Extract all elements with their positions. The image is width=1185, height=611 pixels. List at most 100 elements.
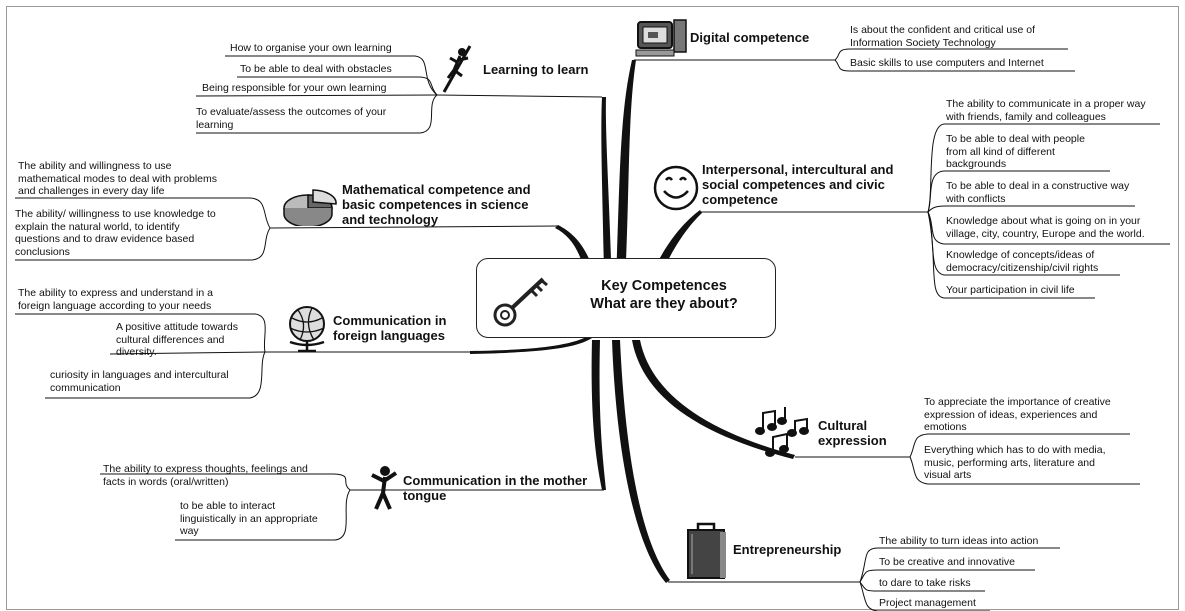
branch-title-cultural: Cultural expression [818,418,887,448]
math-title-line3: and technology [342,212,439,227]
leaf-social-6: Your participation in civil life [946,284,1075,296]
music-notes-icon [755,407,809,457]
leaf-foreign-2-line3: diversity. [116,346,157,358]
leaf-social-2-line1: To be able to deal with people [946,133,1085,145]
branch-title-learning: Learning to learn [483,62,589,77]
leaf-cultural-1-line1: To appreciate the importance of creative [924,396,1111,408]
leaf-mother-2-line1: to be able to interact [180,500,276,512]
leaf-cultural-2-line3: visual arts [924,469,972,481]
leaf-cultural-2-line1: Everything which has to do with media, [924,444,1106,456]
central-topic: Key Competences What are they about? [476,258,776,338]
foreign-title-line2: foreign languages [333,328,445,343]
leaf-math-2-line4: conclusions [15,245,70,258]
branch-entre-main [612,340,670,583]
key-icon [493,277,548,327]
branch-title-entrepreneurship: Entrepreneurship [733,542,842,557]
leaf-social-1-line2: with friends, family and colleagues [946,110,1106,123]
leaf-mother-1-line2: facts in words (oral/written) [103,475,229,488]
smiley-icon [653,165,699,211]
leaf-social-1-line1: The ability to communicate in a proper w… [946,98,1146,110]
leaf-learning-5: learning [196,119,234,131]
leaf-learning-3: Being responsible for your own learning [202,82,387,94]
leaf-learning-4: To evaluate/assess the outcomes of your [196,106,387,118]
leaf-social-5-line2: democracy/citizenship/civil rights [946,261,1099,274]
branch-mother-main [591,340,606,490]
branch-foreign-main [470,330,600,354]
leaf-math-1-line3: and challenges in every day life [18,185,165,197]
leaf-math-1-line2: mathematical modes to deal with problems [18,172,218,185]
branch-title-digital: Digital competence [690,30,810,45]
leaf-social-1: The ability to communicate in a proper w… [946,98,1146,123]
branch-title-math: Mathematical competence and basic compet… [342,182,531,227]
leaf-social-3: To be able to deal in a constructive way… [946,180,1129,205]
social-title-line2: social competences and civic [702,177,885,192]
leaf-learning-1: How to organise your own learning [230,42,392,54]
leaf-foreign-3-line2: communication [50,381,121,394]
frame-border [6,6,1179,610]
social-title-line3: competence [702,192,778,207]
pie-chart-icon [283,189,337,226]
globe-icon [289,306,325,353]
leaf-social-2-line2: from all kind of different [946,145,1055,158]
mother-title-line2: tongue [403,488,447,503]
leaf-cultural-1-line2: expression of ideas, experiences and [924,408,1098,421]
leaf-foreign-2: A positive attitude towards cultural dif… [116,321,238,359]
speaking-person-icon [371,466,398,510]
leaf-entre-2: To be creative and innovative [879,556,1016,568]
leaf-entre-4: Project management [879,597,976,609]
leaf-social-2: To be able to deal with people from all … [946,133,1085,171]
foreign-title-line1: Communication in [333,313,447,328]
leaf-social-3-line1: To be able to deal in a constructive way [946,180,1130,192]
cultural-title-line2: expression [818,433,887,448]
leaf-foreign-3: curiosity in languages and intercultural… [50,369,229,394]
leaf-digital-1: Is about the confident and critical use … [850,24,1035,49]
leaf-social-4-line2: village, city, country, Europe and the w… [946,227,1145,240]
branch-title-mother: Communication in the mother tongue [403,473,587,503]
leaf-entre-1: The ability to turn ideas into action [879,535,1039,547]
leaf-math-1-line1: The ability and willingness to use [18,160,172,172]
leaf-cultural-1: To appreciate the importance of creative… [924,396,1111,434]
branch-digital-main [615,60,636,300]
branch-title-social: Interpersonal, intercultural and social … [702,162,893,207]
branch-title-foreign: Communication in foreign languages [333,313,446,343]
leaf-foreign-1-line2: foreign language according to your needs [18,299,212,312]
leaf-foreign-3-line1: curiosity in languages and intercultural [50,369,229,381]
leaf-mother-1-line1: The ability to express thoughts, feeling… [103,463,308,475]
leaf-social-3-line2: with conflicts [946,192,1006,205]
leaf-math-2: The ability/ willingness to use knowledg… [15,208,216,258]
leaf-math-2-line2: explain the natural world, to identify [15,220,180,233]
leaf-entre-3: to dare to take risks [879,577,971,589]
leaf-mother-2-line3: way [180,525,199,537]
math-title-line2: basic competences in science [342,197,529,212]
central-title: Key Competences What are they about? [559,277,769,313]
leaf-digital-1-line1: Is about the confident and critical use … [850,24,1036,36]
leaf-foreign-1-line1: The ability to express and understand in… [18,287,213,299]
leaf-cultural-1-line3: emotions [924,421,967,433]
computer-icon [635,19,687,57]
leaf-mother-2: to be able to interact linguistically in… [180,500,318,538]
leaf-foreign-2-line2: cultural differences and [116,333,225,346]
leaf-mother-2-line2: linguistically in an appropriate [180,512,318,525]
briefcase-icon [687,522,726,579]
leaf-digital-2: Basic skills to use computers and Intern… [850,57,1044,69]
leaf-social-5: Knowledge of concepts/ideas of democracy… [946,249,1098,274]
social-title-line1: Interpersonal, intercultural and [702,162,894,177]
leaf-social-2-line3: backgrounds [946,158,1007,170]
leaf-mother-1: The ability to express thoughts, feeling… [103,463,308,488]
math-title-line1: Mathematical competence and [342,182,531,197]
leaf-learning-2: To be able to deal with obstacles [240,63,392,75]
central-title-line2: What are they about? [590,296,738,312]
leaf-foreign-1: The ability to express and understand in… [18,287,213,312]
leaf-math-2-line3: questions and to draw evidence based [15,233,195,245]
leaf-math-1: The ability and willingness to use mathe… [18,160,217,198]
leaf-cultural-2-line2: music, performing arts, literature and [924,456,1095,469]
mother-title-line1: Communication in the mother [403,473,588,488]
leaf-foreign-2-line1: A positive attitude towards [116,321,238,333]
leaf-cultural-2: Everything which has to do with media, m… [924,444,1106,482]
leaf-math-2-line1: The ability/ willingness to use knowledg… [15,208,216,220]
leaf-social-5-line1: Knowledge of concepts/ideas of [946,249,1095,261]
leaf-social-4-line1: Knowledge about what is going on in your [946,215,1141,227]
central-title-line1: Key Competences [601,278,727,294]
